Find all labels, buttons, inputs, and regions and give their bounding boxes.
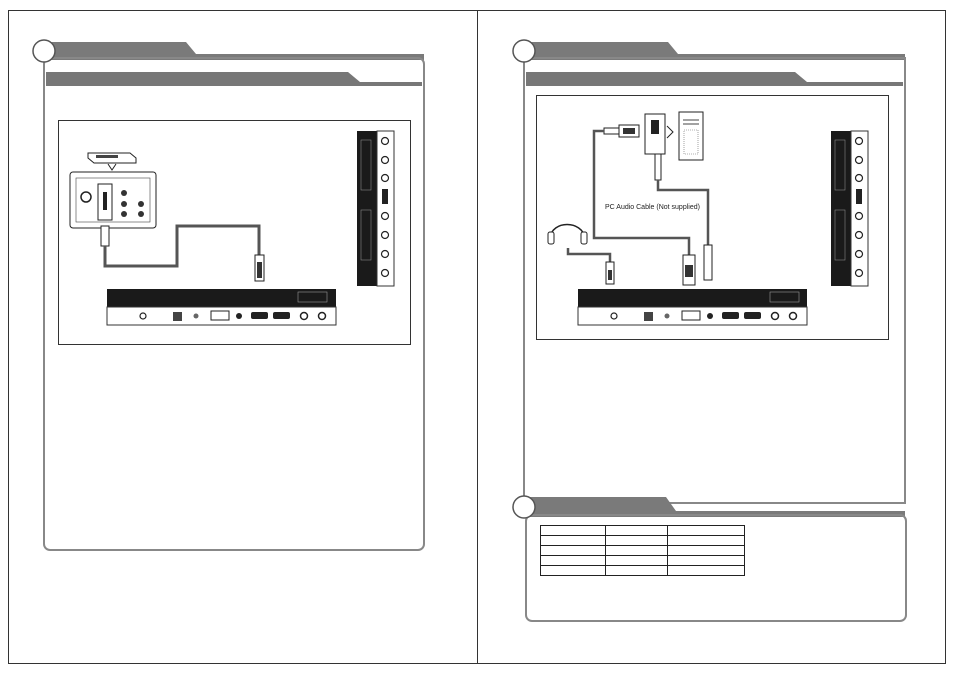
pc-cables — [592, 124, 713, 286]
pc-tower — [644, 111, 704, 161]
headphones — [547, 223, 615, 285]
tv-side-panel-right — [831, 130, 869, 287]
tv-bottom-panel-right — [577, 289, 808, 326]
tv-side-panel — [357, 130, 395, 287]
cable-label: PC Audio Cable (Not supplied) — [605, 204, 700, 211]
tv-bottom-panel — [106, 289, 337, 326]
device-back-panel — [69, 171, 157, 229]
hdmi-cable — [100, 224, 265, 282]
dvd-player — [87, 152, 137, 171]
